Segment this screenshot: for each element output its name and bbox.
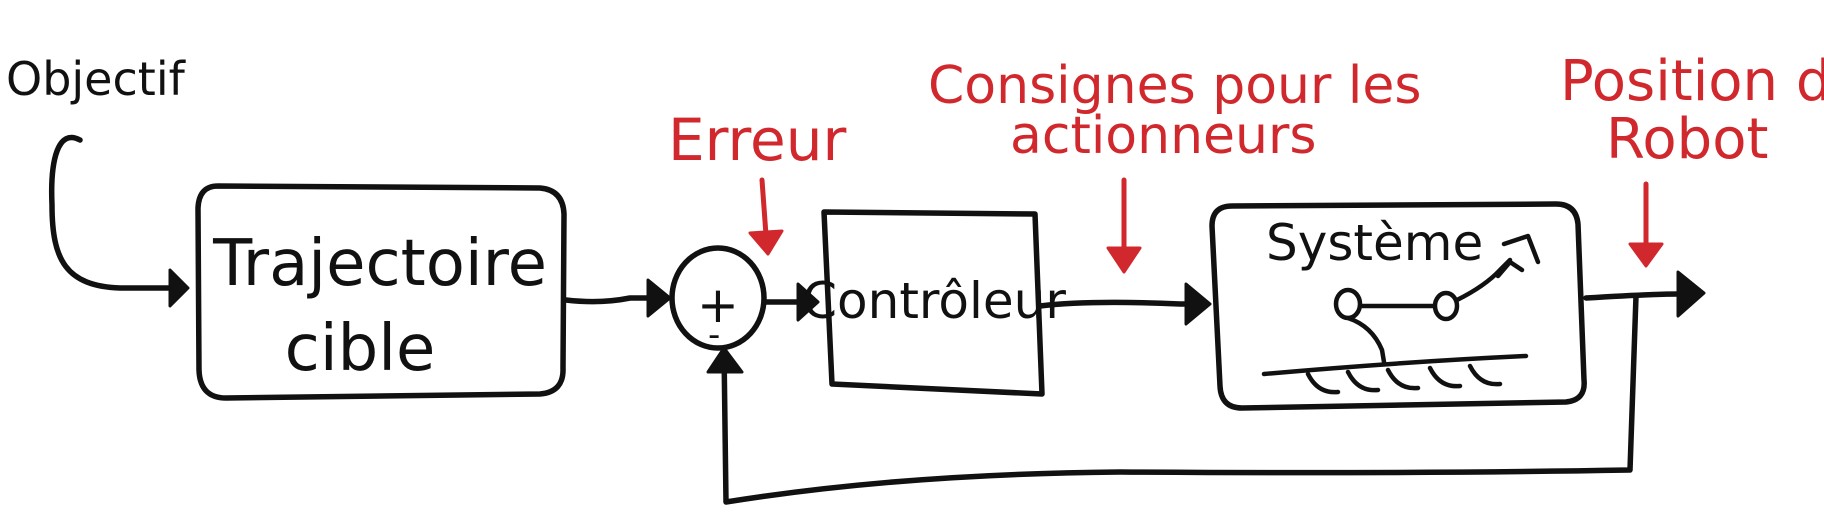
- position-annotation-line2: Robot: [1606, 107, 1768, 172]
- arrowhead-to-systeme: [1184, 282, 1212, 326]
- controleur-label: Contrôleur: [802, 272, 1066, 330]
- consignes-pointer-head: [1106, 246, 1142, 274]
- output-line: [1583, 291, 1683, 301]
- sum-plus-sign: +: [697, 276, 739, 334]
- objectif-label: Objectif: [6, 52, 187, 106]
- summing-junction: [669, 245, 767, 351]
- arrow-trajectoire-to-sum: [563, 295, 653, 305]
- feedback-loop: [721, 293, 1639, 505]
- consignes-annotation-line1: Consignes pour les: [928, 56, 1421, 116]
- position-annotation-line1: Position du: [1560, 49, 1824, 114]
- objectif-arrow: [48, 134, 173, 291]
- robot-arm-icon: [1333, 233, 1541, 365]
- systeme-label: Système: [1266, 214, 1483, 272]
- systeme-block: [1209, 201, 1587, 411]
- output-arrowhead: [1676, 270, 1706, 318]
- trajectoire-label: Trajectoire: [212, 227, 547, 301]
- rail-track-icon: [1261, 353, 1529, 395]
- position-pointer-head: [1628, 242, 1664, 268]
- arrowhead-to-controleur: [796, 282, 820, 322]
- erreur-annotation: Erreur: [668, 106, 846, 174]
- feedback-arrowhead: [706, 346, 744, 374]
- trajectoire-cible-block: [195, 183, 567, 401]
- arrow-controleur-to-systeme: [1037, 299, 1193, 309]
- consignes-annotation-line2: actionneurs: [1010, 106, 1316, 166]
- cible-label: cible: [285, 312, 436, 386]
- erreur-pointer-head: [748, 229, 784, 256]
- objectif-arrowhead: [168, 268, 190, 308]
- controleur-block: [821, 209, 1045, 397]
- sum-minus-sign: -: [708, 315, 720, 355]
- erreur-pointer: [759, 177, 769, 238]
- arrowhead-to-sum: [646, 278, 672, 318]
